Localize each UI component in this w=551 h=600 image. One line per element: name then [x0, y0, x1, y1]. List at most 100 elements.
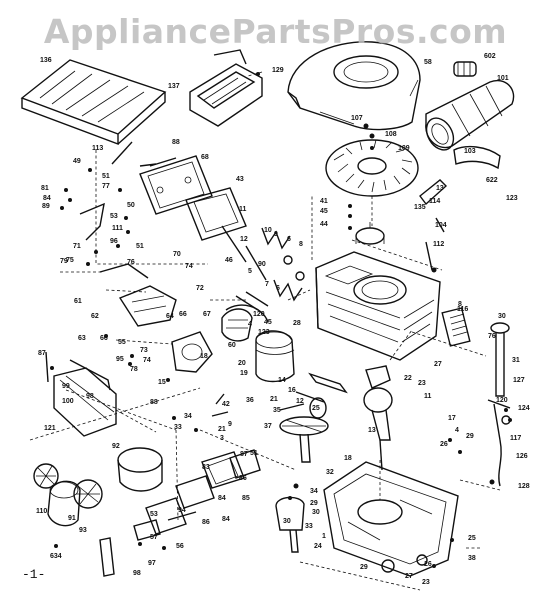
part-label: 6	[287, 236, 291, 243]
part-label: 92	[112, 443, 120, 450]
part-label: 31	[512, 357, 520, 364]
part-label: 7	[265, 281, 269, 288]
part-label: 56	[176, 543, 184, 550]
part-label: 36	[246, 397, 254, 404]
part-label: 77	[102, 183, 110, 190]
part-label: 73	[140, 347, 148, 354]
part-label: 53	[150, 511, 158, 518]
part-label: 85	[242, 495, 250, 502]
part-label: 81	[41, 185, 49, 192]
part-label: 18	[344, 455, 352, 462]
part-label: 30	[312, 509, 320, 516]
part-label: 602	[484, 53, 496, 60]
part-label: 72	[196, 285, 204, 292]
part-label: 18	[200, 353, 208, 360]
part-label: 42	[222, 401, 230, 408]
part-label: 84	[43, 195, 51, 202]
part-label: 127	[513, 377, 525, 384]
part-label: 622	[486, 177, 498, 184]
part-label: 70	[173, 251, 181, 258]
part-label: 84	[218, 495, 226, 502]
part-label: 84	[222, 516, 230, 523]
blower-housing-drawing	[287, 41, 421, 131]
part-label: 117	[510, 435, 521, 442]
part-label: 128	[518, 483, 530, 490]
air-filter-element-drawing	[20, 59, 167, 146]
piston-drawing	[225, 291, 348, 394]
part-label: 96	[110, 238, 118, 245]
part-label: 26	[424, 561, 432, 568]
part-label: 25	[312, 405, 320, 412]
part-label: 29	[466, 433, 474, 440]
part-label: 4	[455, 427, 459, 434]
part-label: 120	[496, 397, 508, 404]
part-label: 74	[185, 263, 193, 270]
part-label: 27	[434, 361, 442, 368]
part-label: 6	[276, 285, 280, 292]
part-label: 137	[168, 83, 180, 90]
part-label: 12	[240, 236, 248, 243]
part-label: 25	[468, 535, 476, 542]
part-label: 16	[288, 387, 296, 394]
part-label: 107	[351, 115, 363, 122]
part-label: 86	[239, 475, 247, 482]
part-label: 63	[78, 335, 86, 342]
part-label: 44	[320, 221, 328, 228]
part-label: 71	[73, 243, 81, 250]
part-label: 24	[314, 543, 322, 550]
fasteners-drawing	[45, 72, 512, 568]
part-label: 30	[283, 518, 291, 525]
part-label: 1	[322, 533, 326, 540]
part-label: 74	[143, 357, 151, 364]
part-label: 32	[326, 469, 334, 476]
part-label: 116	[457, 306, 468, 313]
valve-parts-drawing	[221, 179, 448, 302]
part-label: 79	[60, 258, 68, 265]
part-label: 95	[116, 356, 124, 363]
part-label: 22	[404, 375, 412, 382]
part-label: 57	[150, 534, 158, 541]
oil-sump-drawing	[275, 461, 459, 577]
part-label: 55	[118, 339, 126, 346]
part-label: 13	[436, 185, 444, 192]
part-label: 135	[414, 204, 426, 211]
part-label: 45	[264, 319, 272, 326]
part-label: 14	[278, 377, 286, 384]
part-label: 5	[248, 268, 252, 275]
part-label: 76	[127, 259, 135, 266]
part-label: 28	[293, 320, 301, 327]
part-label: 114	[429, 198, 440, 205]
part-label: 10	[264, 227, 272, 234]
part-label: 634	[50, 553, 62, 560]
part-label: 13	[368, 427, 376, 434]
part-label: 33	[174, 424, 182, 431]
part-label: 101	[497, 75, 509, 82]
part-label: 67	[203, 311, 211, 318]
part-label: 136	[40, 57, 52, 64]
part-label: 30	[498, 313, 506, 320]
part-label: 46	[225, 257, 233, 264]
sheet-number: -1-	[22, 567, 46, 582]
part-label: 9	[274, 231, 278, 238]
part-label: 8	[299, 241, 303, 248]
engine-block-drawing	[315, 251, 471, 361]
part-label: 126	[516, 453, 528, 460]
crankshaft-drawing	[363, 329, 413, 471]
muffler-left-drawing	[53, 359, 157, 437]
lower-center-parts-drawing	[99, 447, 261, 577]
part-label: 19	[240, 370, 248, 377]
carburetor-drawing	[79, 202, 253, 373]
part-label: 53	[110, 213, 118, 220]
part-label: 100	[62, 398, 74, 405]
part-label: 110	[36, 508, 47, 515]
part-label: 66	[179, 311, 187, 318]
part-label: 33	[305, 523, 313, 530]
part-label: 103	[464, 148, 476, 155]
part-label: 51	[250, 450, 258, 457]
part-label: 15	[158, 379, 166, 386]
part-label: 94	[178, 507, 186, 514]
part-label: 58	[424, 59, 432, 66]
dipstick-drawing	[487, 322, 511, 487]
part-label: 27	[405, 573, 413, 580]
